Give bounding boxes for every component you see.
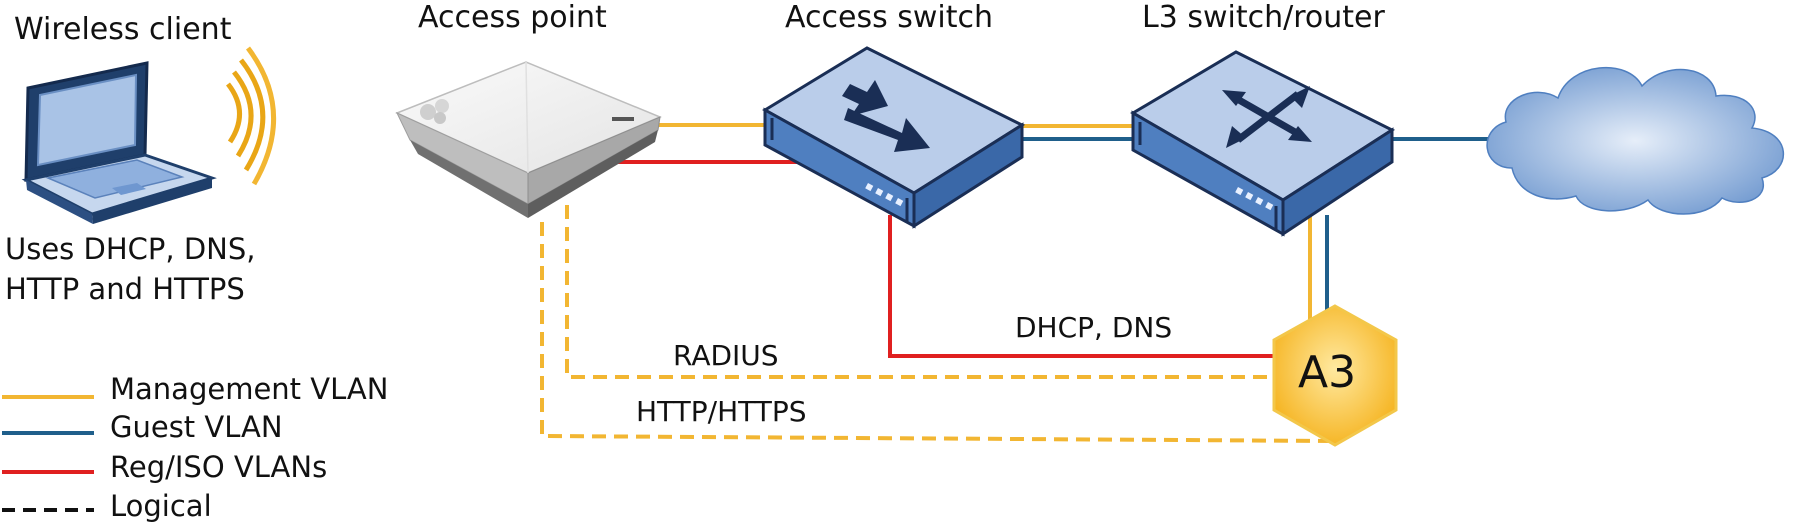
legend-label-reg: Reg/ISO VLANs bbox=[110, 450, 328, 484]
dhcp-dns-label: DHCP, DNS bbox=[1015, 311, 1173, 344]
access-point-icon bbox=[395, 61, 662, 218]
a3-hexagon bbox=[1272, 304, 1398, 447]
http-https-line bbox=[540, 222, 1336, 443]
wifi-signal-icon bbox=[225, 46, 277, 186]
dhcp-dns-line bbox=[888, 215, 1280, 358]
legend-label-management: Management VLAN bbox=[110, 372, 389, 406]
radius-line bbox=[565, 205, 1280, 379]
wireless-client-label: Wireless client bbox=[14, 12, 232, 47]
l3-switch-icon bbox=[1130, 50, 1396, 237]
http-https-label: HTTP/HTTPS bbox=[636, 395, 807, 428]
legend-label-guest: Guest VLAN bbox=[110, 410, 283, 444]
legend-label-logical: Logical bbox=[110, 489, 212, 523]
laptop-icon bbox=[21, 61, 217, 224]
internet-cloud-icon bbox=[1486, 66, 1785, 215]
l3-switch-label: L3 switch/router bbox=[1142, 0, 1385, 35]
client-note-line-1: Uses DHCP, DNS, bbox=[5, 232, 256, 266]
access-switch-label: Access switch bbox=[785, 0, 994, 35]
radius-label: RADIUS bbox=[673, 339, 779, 372]
access-point-label: Access point bbox=[418, 0, 607, 35]
client-note-line-2: HTTP and HTTPS bbox=[5, 272, 245, 306]
a3-label: A3 bbox=[1298, 347, 1357, 398]
access-switch-icon bbox=[762, 46, 1026, 229]
client-note: Uses DHCP, DNS, HTTP and HTTPS bbox=[5, 229, 255, 309]
